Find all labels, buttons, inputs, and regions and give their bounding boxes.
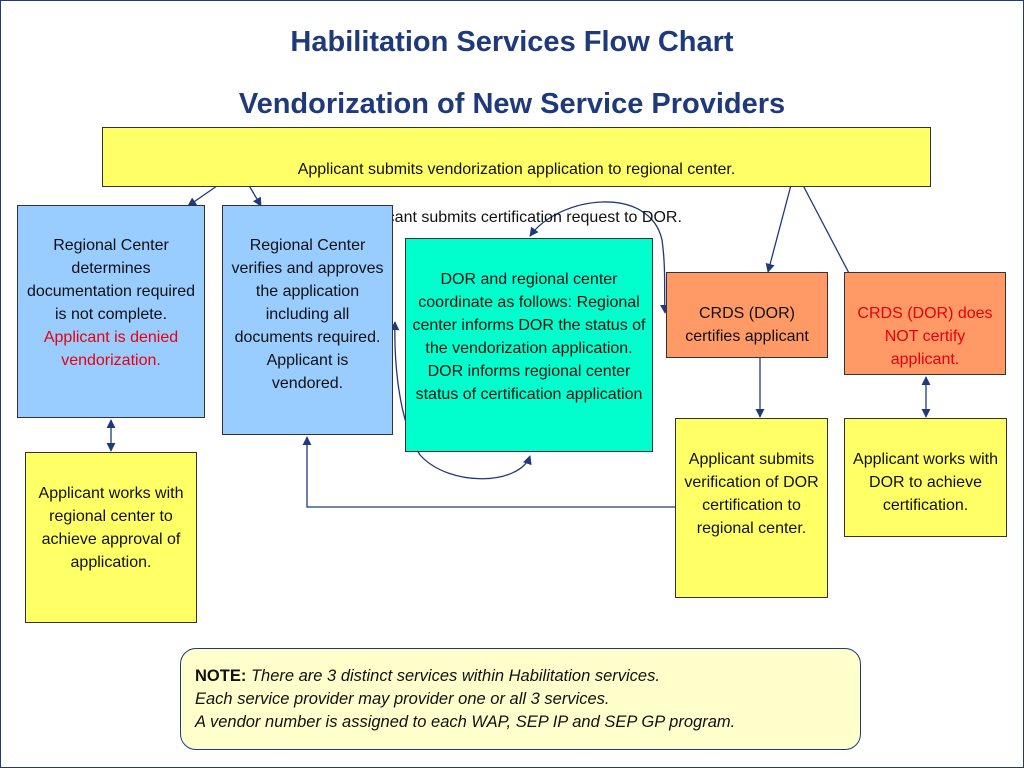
submits-verification-box: Applicant submits verification of DOR ce… [675,418,828,598]
coordinate-text: DOR and regional center coordinate as fo… [412,271,646,403]
crds-certifies-box: CRDS (DOR) certifies applicant [666,272,828,358]
rc-approves-box: Regional Center verifies and approves th… [222,205,393,435]
chart-title: Habilitation Services Flow Chart [290,26,734,58]
arrow-curve-top [529,201,670,314]
arrow-submits-verification-to-rc-approves [302,436,675,508]
rc-incomplete-box: Regional Center determines documentation… [17,205,205,418]
rc-incomplete-denied-text: Applicant is denied vendorization. [43,329,179,369]
rc-incomplete-text: Regional Center determines documentation… [26,237,196,323]
note-label: NOTE: [195,667,247,685]
arrow-curve-bottom [390,321,532,480]
note-box: NOTE: There are 3 distinct services with… [180,648,861,750]
works-with-rc-box: Applicant works with regional center to … [25,452,197,623]
crds-not-certify-text: CRDS (DOR) does NOT certify applicant. [857,305,993,368]
applicant-submits-box: Applicant submits vendorization applicat… [102,127,931,226]
note-line1: There are 3 distinct services within Hab… [250,667,660,685]
crds-not-certify-box: CRDS (DOR) does NOT certify applicant. [844,272,1006,375]
arrow-top-to-crds-certifies [765,169,796,273]
coordinate-box: DOR and regional center coordinate as fo… [405,238,653,452]
chart-subtitle: Vendorization of New Service Providers [238,88,786,120]
works-with-dor-box: Applicant works with DOR to achieve cert… [844,418,1007,537]
works-with-dor-text: Applicant works with DOR to achieve cert… [853,451,998,514]
works-with-rc-text: Applicant works with regional center to … [38,485,184,571]
crds-certifies-text: CRDS (DOR) certifies applicant [685,305,809,345]
submits-verification-text: Applicant submits verification of DOR ce… [684,451,819,537]
note-line3: A vendor number is assigned to each WAP,… [195,713,736,731]
note-line2: Each service provider may provider one o… [195,690,610,708]
rc-approves-text: Regional Center verifies and approves th… [231,237,384,392]
top-box-line1: Applicant submits vendorization applicat… [297,161,736,178]
